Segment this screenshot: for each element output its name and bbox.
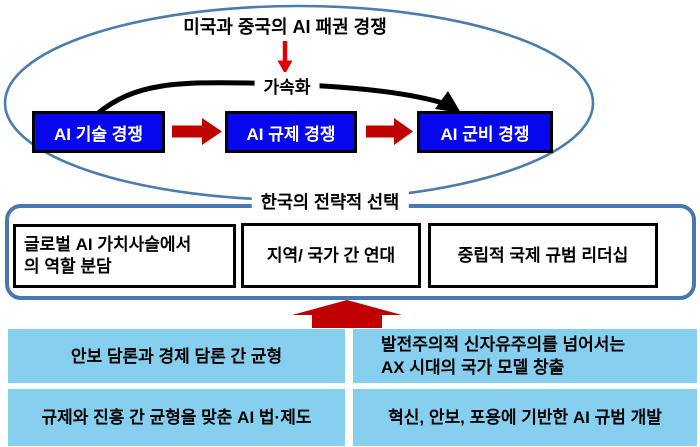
foundation-national-model: 발전주의적 신자유주의를 넘어서는 AX 시대의 국가 모델 창출: [353, 329, 697, 383]
strategy-option-value-chain-line2: 의 역할 분담: [24, 257, 112, 276]
stage-box-technology: AI 기술 경쟁: [32, 111, 165, 153]
foundation-up-arrow: [292, 300, 402, 328]
acceleration-label: 가속화: [254, 72, 320, 99]
acceleration-curve-arrow: [94, 80, 452, 117]
foundation-national-model-line2: AX 시대의 국가 모델 창출: [381, 358, 565, 377]
strategy-option-value-chain-line1: 글로벌 AI 가치사슬에서: [24, 235, 192, 254]
foundation-security-economy-balance: 안보 담론과 경제 담론 간 균형: [8, 329, 345, 383]
stage-arrow-1: [172, 118, 222, 145]
stage-box-arms: AI 군비 경쟁: [417, 111, 553, 153]
acceleration-curve-arrowhead: [435, 91, 461, 113]
competition-title: 미국과 중국의 AI 패권 경쟁: [183, 17, 387, 37]
strategy-option-value-chain: 글로벌 AI 가치사슬에서 의 역할 분담: [13, 224, 236, 288]
strategy-option-solidarity: 지역/ 국가 간 연대: [241, 223, 421, 288]
foundation-ai-norms: 혁신, 안보, 포용에 기반한 AI 규범 개발: [353, 389, 697, 446]
foundation-ai-law: 규제와 진흥 간 균형을 맞춘 AI 법·제도: [8, 389, 345, 446]
strategy-panel-title: 한국의 전략적 선택: [251, 189, 409, 214]
title-down-arrow-head: [277, 60, 293, 74]
foundation-national-model-line1: 발전주의적 신자유주의를 넘어서는: [381, 335, 626, 354]
strategy-option-norm-leadership: 중립적 국제 규범 리더십: [428, 223, 658, 288]
stage-arrow-2: [366, 118, 413, 145]
stage-box-regulation: AI 규제 경쟁: [225, 111, 357, 153]
